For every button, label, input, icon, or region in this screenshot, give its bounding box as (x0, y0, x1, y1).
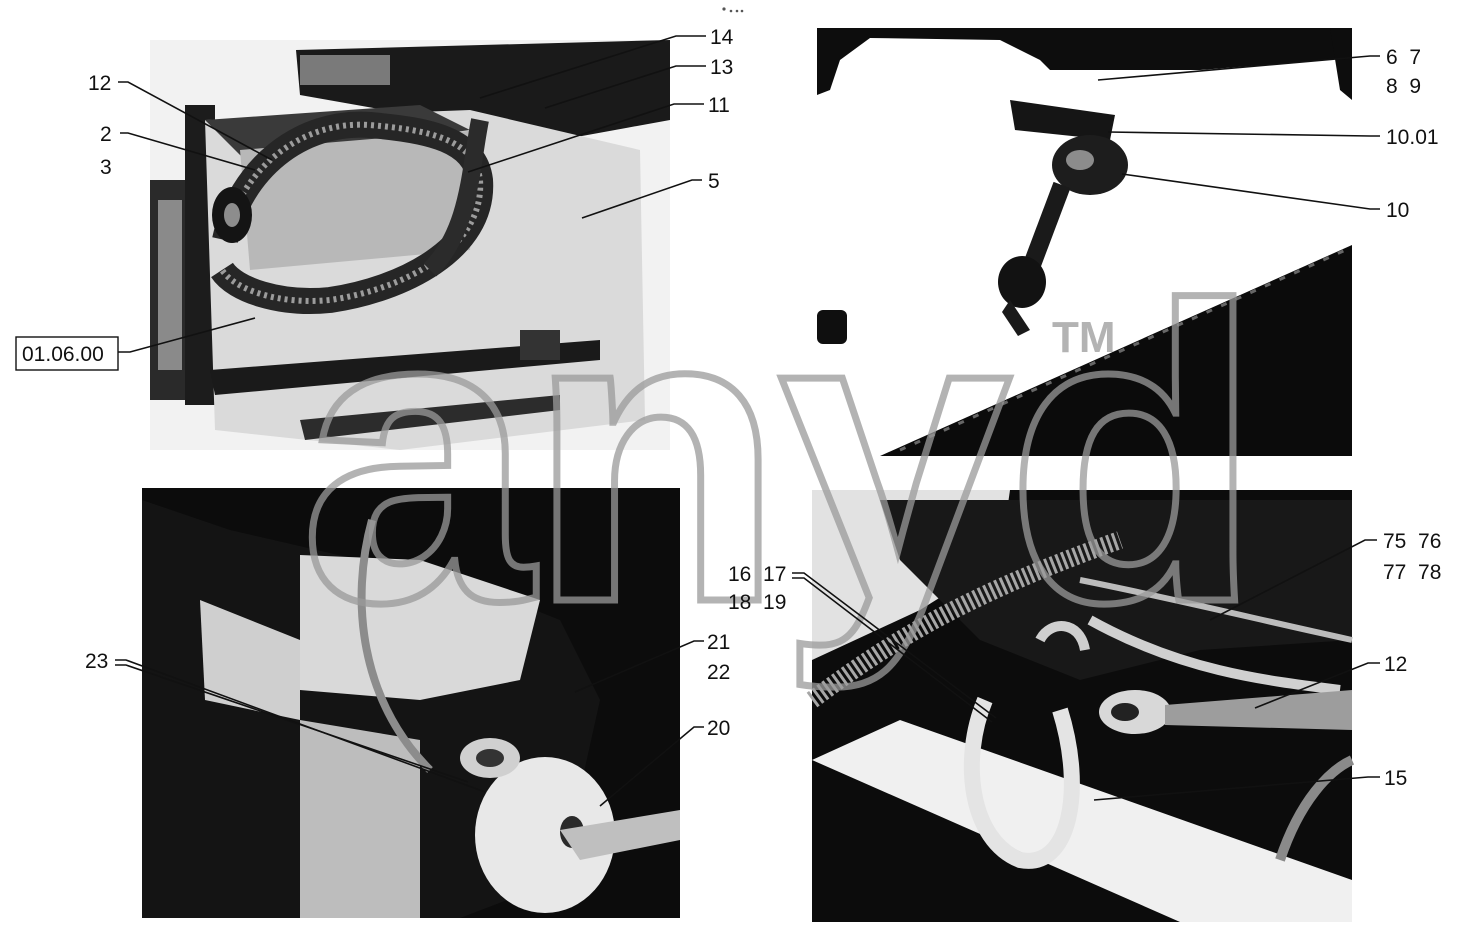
leader-14 (479, 35, 706, 99)
callout-labels: 14 13 12 11 2 3 5 01.06.00 6 7 8 9 10.01… (15, 26, 1441, 790)
callout-ref: 01.06.00 (22, 343, 104, 366)
callout-12-p4: 12 (1384, 653, 1407, 676)
callout-21: 21 (707, 631, 730, 654)
leader-6-9 (1097, 55, 1380, 81)
callout-3: 3 (100, 156, 112, 179)
leader-2-3 (120, 132, 256, 171)
ref-box (15, 336, 119, 371)
callout-15: 15 (1384, 767, 1407, 790)
leader-75-78 (1209, 539, 1377, 621)
callout-10: 10 (1386, 199, 1409, 222)
callout-75-76: 75 76 (1383, 530, 1441, 553)
photo-panel-3 (142, 488, 680, 918)
leader-11 (467, 103, 704, 173)
watermark-tm: TM (1052, 313, 1116, 362)
leader-12-p4 (1254, 662, 1380, 709)
leader-lines (115, 35, 1380, 807)
callout-16-17: 16 17 (728, 563, 786, 586)
leader-23a (115, 659, 486, 793)
leader-23b (115, 664, 469, 783)
leader-16-19a (792, 572, 997, 719)
callout-20: 20 (707, 717, 730, 740)
callout-6-7: 6 7 (1386, 46, 1421, 69)
callout-23: 23 (85, 650, 108, 673)
leader-16-19b (792, 577, 993, 723)
callout-11: 11 (708, 94, 730, 117)
callout-8-9: 8 9 (1386, 75, 1421, 98)
leader-10 (1121, 173, 1380, 210)
callout-18-19: 18 19 (728, 591, 786, 614)
callout-2: 2 (100, 123, 112, 146)
callout-14: 14 (710, 26, 734, 49)
leader-ref (118, 317, 256, 353)
leader-10-01 (1107, 131, 1380, 137)
callout-77-78: 77 78 (1383, 561, 1441, 584)
watermark-logo: anyd TM (297, 218, 1266, 696)
leader-15 (1093, 776, 1380, 801)
photo-panel-1 (150, 40, 670, 450)
top-marks (722, 7, 744, 13)
callout-10-01: 10.01 (1386, 126, 1439, 149)
leader-5 (581, 179, 702, 219)
leader-21-22 (574, 640, 704, 693)
photo-panel-2 (817, 28, 1352, 456)
callout-12: 12 (88, 72, 111, 95)
callout-5: 5 (708, 170, 720, 193)
watermark-text: anyd (300, 221, 1256, 692)
leader-13 (544, 65, 706, 109)
leader-20 (599, 726, 704, 807)
leader-12 (118, 81, 273, 161)
callout-13: 13 (710, 56, 733, 79)
callout-22: 22 (707, 661, 730, 684)
